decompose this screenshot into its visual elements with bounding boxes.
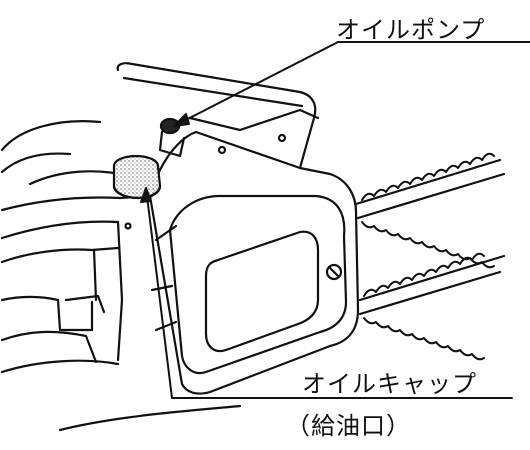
oil-pump-label: オイルポンプ (336, 16, 486, 44)
oil-pump-arrowhead (173, 113, 190, 127)
motor-housing (0, 194, 242, 432)
rear-handle (0, 62, 317, 186)
oil-cap-arrowhead (140, 187, 152, 203)
oil-cap (112, 154, 162, 200)
oil-cap-label: オイルキャップ (302, 370, 477, 398)
oil-pump-leader (173, 41, 530, 127)
oil-cap-leader (145, 187, 513, 399)
leader-lines (140, 41, 530, 399)
guide-bar-and-chain (354, 152, 506, 361)
fill-port-label: （給油口） (286, 412, 411, 440)
chain-cover (148, 108, 360, 395)
oil-pump-button (158, 117, 186, 158)
